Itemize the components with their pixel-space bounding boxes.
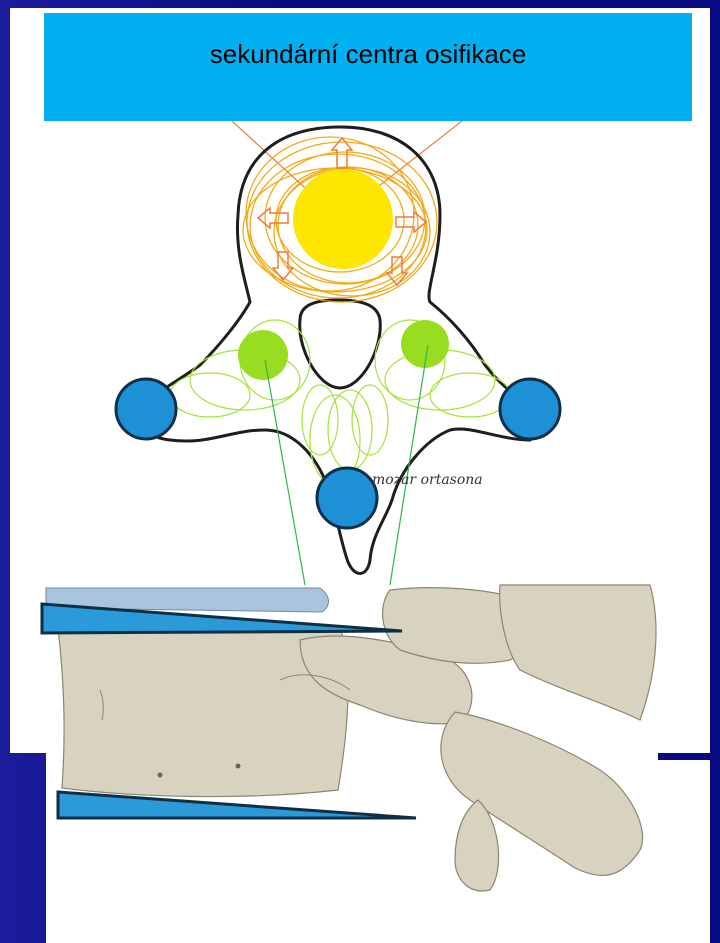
pointer-line-green-right (390, 345, 428, 585)
secondary-marker-spinous (317, 468, 377, 528)
secondary-marker-left (116, 379, 176, 439)
arrow-right-icon (396, 212, 426, 232)
vertebral-canal (300, 300, 381, 388)
arrow-left-icon (258, 208, 288, 228)
primary-ossification-center (293, 169, 393, 269)
secondary-marker-right (500, 379, 560, 439)
secondary-center-left (238, 330, 288, 380)
artist-signature: mozar ortasona (372, 472, 483, 488)
pointer-line-green-left (265, 360, 305, 585)
